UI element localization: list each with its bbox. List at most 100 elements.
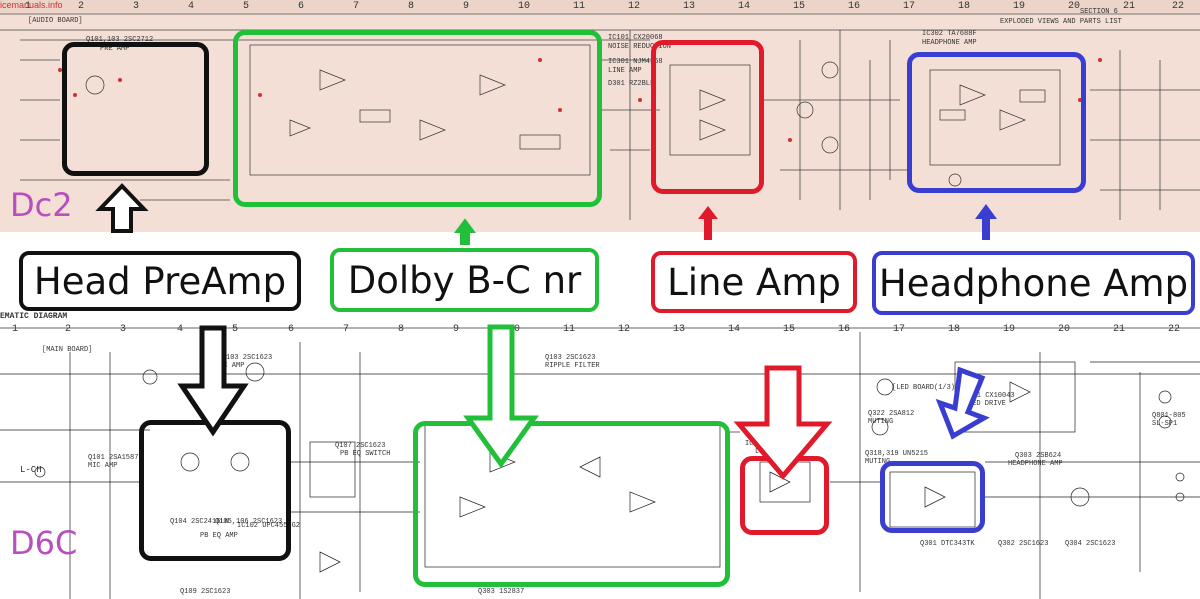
ruler-col-12: 12	[628, 1, 641, 12]
dolby-down-arrow	[463, 324, 539, 469]
bottom-note: LED DRIVE	[968, 400, 1006, 408]
top-note: D301 RZ2BLL	[608, 80, 655, 88]
bottom-note: Q318,319 UN5215	[865, 450, 929, 458]
ruler-col-15: 15	[783, 324, 796, 335]
ruler-col-17: 17	[903, 1, 916, 12]
top-note: NOISE REDUCTION	[608, 43, 672, 51]
bottom-note: HEADPHONE AMP	[1008, 460, 1063, 468]
bottom-note: PB EQ SWITCH	[340, 450, 391, 458]
ruler-col-13: 13	[683, 1, 696, 12]
ruler-col-9: 9	[463, 1, 470, 12]
model-d6c-label: D6C	[10, 524, 78, 562]
head-preamp-down-arrow	[177, 325, 249, 437]
line-amp-frame-top	[651, 40, 764, 194]
ruler-col-18: 18	[958, 1, 971, 12]
bottom-note: Q322 2SA812	[868, 410, 915, 418]
headphone-amp-down-arrow	[935, 366, 990, 440]
ruler-col-7: 7	[343, 324, 350, 335]
ruler-col-16: 16	[838, 324, 851, 335]
ruler-col-16: 16	[848, 1, 861, 12]
top-note: PRE AMP	[100, 45, 130, 53]
bottom-schematic-drawing	[0, 327, 1200, 599]
bottom-note: MUTING	[868, 418, 894, 426]
ruler-col-7: 7	[353, 1, 360, 12]
top-note: LINE AMP	[608, 67, 642, 75]
ruler-col-11: 11	[573, 1, 586, 12]
headphone-amp-frame-bottom	[880, 461, 985, 533]
ruler-col-4: 4	[188, 1, 195, 12]
ruler-col-4: 4	[177, 324, 184, 335]
schematic-diagram-label: EMATIC DIAGRAM	[0, 312, 68, 321]
bottom-note: Q109 2SC1623	[180, 588, 231, 596]
ruler-col-17: 17	[893, 324, 906, 335]
bottom-note: Q104 2SC2416LN	[170, 518, 229, 526]
ruler-col-21: 21	[1123, 1, 1136, 12]
line-amp-label-text: Line Amp	[667, 260, 841, 304]
top-note: IC302 TA7688F	[922, 30, 977, 38]
ruler-col-6: 6	[298, 1, 305, 12]
bottom-note: Q102,103 2SC1623	[205, 354, 273, 362]
top-note: IC101 CX20068	[608, 34, 663, 42]
ruler-col-22: 22	[1172, 1, 1185, 12]
bottom-note: Q304 2SC1623	[1065, 540, 1116, 548]
bottom-note: L-CH	[20, 465, 42, 475]
bottom-note: Q801-805 SL-SP1	[1152, 412, 1186, 428]
head-preamp-frame-top	[62, 42, 209, 176]
top-schematic-drawing	[0, 0, 1200, 220]
bottom-note: MIC AMP	[215, 362, 245, 370]
top-note: SECTION 6	[1080, 8, 1118, 16]
bottom-note: MUTING	[865, 458, 891, 466]
ruler-col-8: 8	[408, 1, 415, 12]
dolby-label: Dolby B-C nr	[330, 248, 599, 312]
led-board-label: [LED BOARD(1/3)]	[892, 384, 960, 392]
top-note: IC301 NJM4558	[608, 58, 663, 66]
top-note: EXPLODED VIEWS AND PARTS LIST	[1000, 18, 1122, 26]
ruler-col-18: 18	[948, 324, 961, 335]
ruler-col-1: 1	[12, 324, 19, 335]
ruler-col-14: 14	[728, 324, 741, 335]
ruler-col-2: 2	[65, 324, 72, 335]
audio-board-label: [AUDIO BOARD]	[28, 17, 83, 25]
headphone-amp-label: Headphone Amp	[872, 251, 1195, 315]
ruler-col-11: 11	[563, 324, 576, 335]
ruler-col-1: 1	[25, 1, 32, 12]
ruler-col-5: 5	[232, 324, 239, 335]
line-amp-label: Line Amp	[651, 251, 857, 313]
ruler-col-6: 6	[288, 324, 295, 335]
ruler-col-13: 13	[673, 324, 686, 335]
bottom-note: MIC AMP	[88, 462, 118, 470]
line-amp-up-arrow	[698, 206, 718, 240]
ruler-col-20: 20	[1068, 1, 1081, 12]
ruler-col-19: 19	[1003, 324, 1016, 335]
bottom-note: Q105,106 2SC1623	[215, 518, 283, 526]
bottom-note: Q301 DTC343TK	[920, 540, 975, 548]
dolby-frame-top	[233, 30, 602, 207]
ruler-col-14: 14	[738, 1, 751, 12]
ruler-col-3: 3	[120, 324, 127, 335]
top-note: HEADPHONE AMP	[922, 39, 977, 47]
watermark: icemanuals.info	[0, 0, 63, 10]
bottom-note: Q303 2SB624	[1015, 452, 1062, 460]
ruler-col-22: 22	[1168, 324, 1181, 335]
model-dc2-label: Dc2	[10, 186, 73, 224]
bottom-note: IC601 CX10043	[960, 392, 1015, 400]
ruler-col-12: 12	[618, 324, 631, 335]
ruler-col-21: 21	[1113, 324, 1126, 335]
ruler-col-10: 10	[518, 1, 531, 12]
bottom-note: Q303 1S2837	[478, 588, 525, 596]
ruler-col-20: 20	[1058, 324, 1071, 335]
headphone-amp-up-arrow	[975, 204, 997, 240]
ruler-col-5: 5	[243, 1, 250, 12]
main-board-label: [MAIN BOARD]	[42, 346, 93, 354]
dolby-frame-bottom	[413, 421, 730, 587]
dolby-up-arrow	[454, 218, 476, 245]
ruler-col-9: 9	[453, 324, 460, 335]
bottom-note: Q103 2SC1623	[545, 354, 596, 362]
head-preamp-label: Head PreAmp	[19, 251, 301, 311]
ruler-col-19: 19	[1013, 1, 1026, 12]
line-amp-down-arrow	[733, 365, 833, 480]
bottom-note: PB EQ AMP	[200, 532, 238, 540]
head-preamp-label-text: Head PreAmp	[33, 259, 287, 303]
dolby-label-text: Dolby B-C nr	[347, 258, 582, 302]
